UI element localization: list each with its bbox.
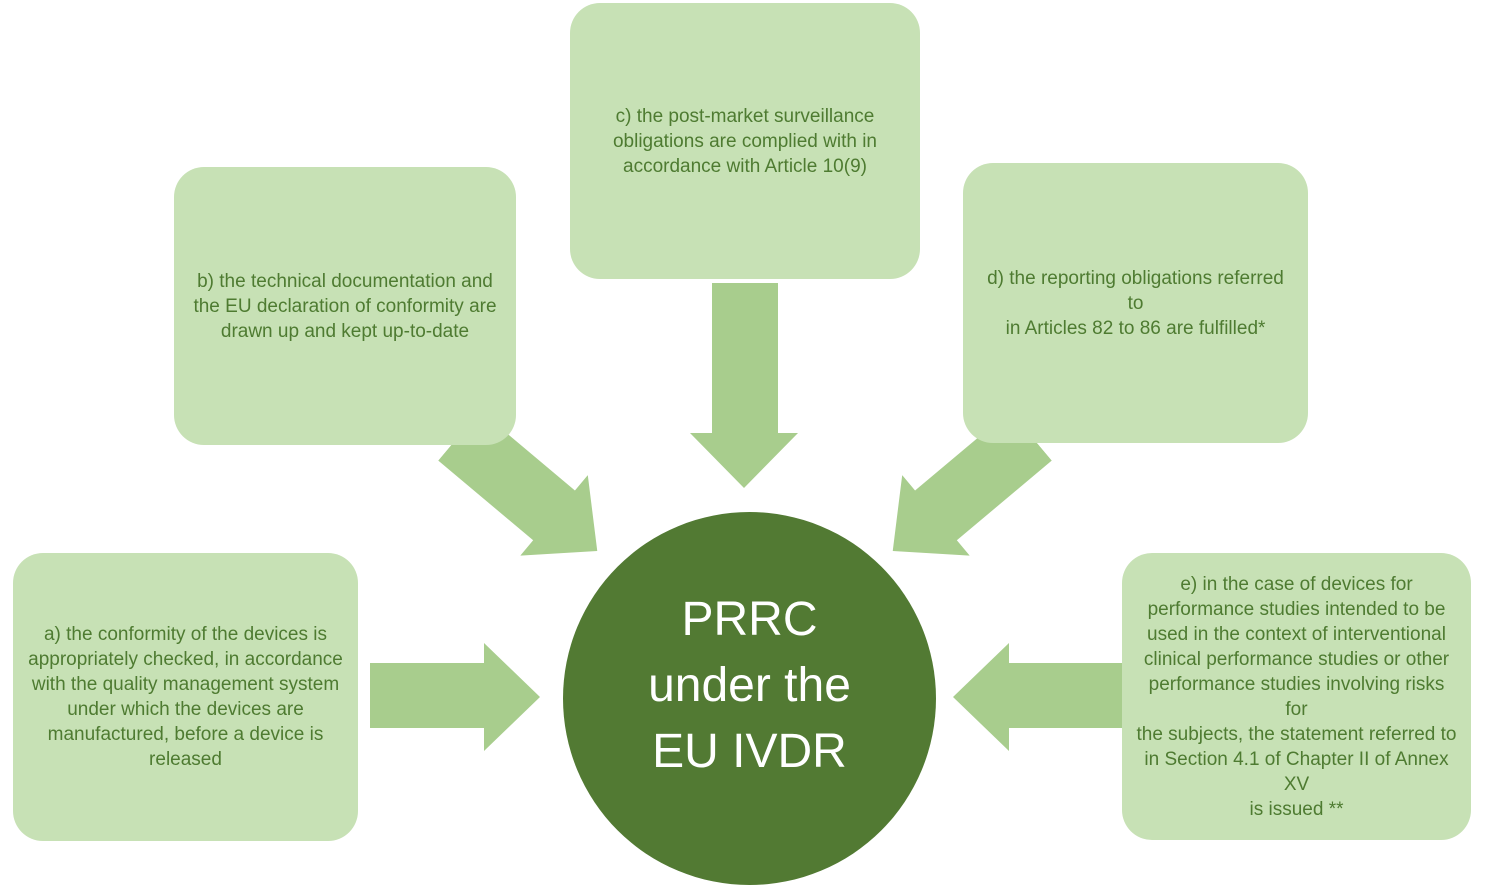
obligation-box-e: e) in the case of devices for performanc…: [1122, 553, 1471, 840]
obligation-box-c-text: c) the post-market surveillance obligati…: [612, 105, 878, 177]
obligation-box-b: b) the technical documentation and the E…: [174, 167, 516, 445]
obligation-box-b-text: b) the technical documentation and the E…: [193, 270, 497, 342]
arrow-from-box-a-to-center: [370, 643, 540, 751]
prrc-center-circle: PRRC under the EU IVDR: [563, 512, 936, 885]
obligation-box-a: a) the conformity of the devices is appr…: [13, 553, 358, 841]
obligation-box-d: d) the reporting obligations referred to…: [963, 163, 1308, 443]
obligation-box-d-text: d) the reporting obligations referred to…: [987, 267, 1284, 339]
obligation-box-e-text: e) in the case of devices for performanc…: [1136, 573, 1457, 820]
arrow-from-box-e-to-center: [953, 643, 1123, 751]
arrow-from-box-c-to-center: [690, 283, 798, 488]
obligation-box-a-text: a) the conformity of the devices is appr…: [28, 624, 343, 770]
obligation-box-c: c) the post-market surveillance obligati…: [570, 3, 920, 279]
prrc-center-circle-text: PRRC under the EU IVDR: [648, 592, 851, 778]
